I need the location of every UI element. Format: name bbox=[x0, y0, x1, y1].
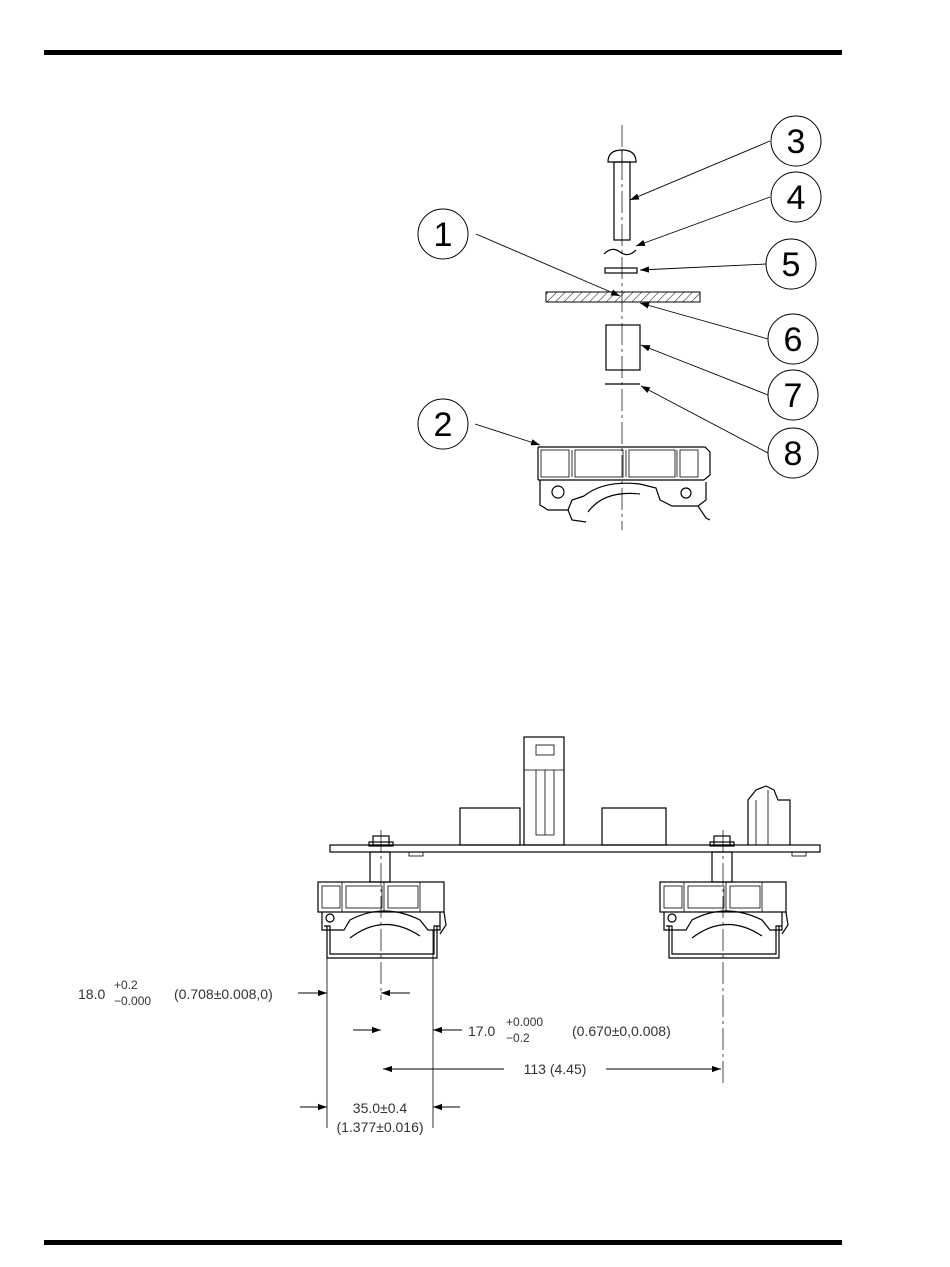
svg-text:(0.670±0,0.008): (0.670±0,0.008) bbox=[572, 1023, 671, 1039]
svg-text:+0.2: +0.2 bbox=[114, 978, 138, 992]
pcb-board-part bbox=[546, 292, 700, 302]
din-rail-clip-part bbox=[538, 447, 710, 522]
connector-component bbox=[524, 737, 564, 845]
left-din-rail bbox=[324, 926, 440, 958]
balloon-8: 8 bbox=[768, 428, 818, 478]
svg-text:17.0: 17.0 bbox=[468, 1023, 495, 1039]
svg-text:1: 1 bbox=[434, 216, 453, 254]
svg-text:6: 6 bbox=[784, 321, 803, 359]
balloon-5: 5 bbox=[766, 239, 816, 289]
svg-text:(1.377±0.016): (1.377±0.016) bbox=[336, 1119, 423, 1135]
balloon-7: 7 bbox=[768, 370, 818, 420]
balloon-2: 2 bbox=[418, 399, 468, 449]
flat-washer-part bbox=[605, 268, 637, 273]
svg-text:5: 5 bbox=[782, 246, 801, 284]
svg-text:3: 3 bbox=[787, 123, 806, 161]
pcb-board bbox=[330, 845, 820, 852]
top-rule bbox=[44, 50, 842, 55]
svg-text:−0.2: −0.2 bbox=[506, 1031, 530, 1045]
right-din-clip bbox=[660, 882, 788, 938]
component-block-right bbox=[602, 808, 666, 845]
dimension-18: 18.0 +0.2 −0.000 (0.708±0.008,0) bbox=[78, 978, 410, 1008]
bottom-rule bbox=[44, 1240, 842, 1245]
svg-text:−0.000: −0.000 bbox=[114, 994, 151, 1008]
svg-text:(0.708±0.008,0): (0.708±0.008,0) bbox=[174, 986, 273, 1002]
right-din-rail bbox=[666, 926, 782, 958]
left-din-clip bbox=[318, 882, 446, 938]
dimension-35: 35.0±0.4 (1.377±0.016) bbox=[300, 1100, 460, 1135]
balloon-6: 6 bbox=[768, 314, 818, 364]
balloon-1: 1 bbox=[418, 209, 468, 259]
svg-text:113 (4.45): 113 (4.45) bbox=[524, 1061, 587, 1077]
terminal-component bbox=[748, 786, 790, 845]
dimension-17: 17.0 +0.000 −0.2 (0.670±0,0.008) bbox=[353, 1015, 671, 1045]
svg-text:+0.000: +0.000 bbox=[506, 1015, 543, 1029]
spring-washer-part bbox=[604, 249, 636, 254]
svg-text:35.0±0.4: 35.0±0.4 bbox=[353, 1100, 408, 1116]
svg-text:4: 4 bbox=[787, 179, 806, 217]
mounted-side-view: 18.0 +0.2 −0.000 (0.708±0.008,0) 17.0 +0… bbox=[78, 737, 820, 1135]
dimension-113: 113 (4.45) bbox=[383, 1061, 721, 1077]
spacer-part bbox=[606, 325, 640, 370]
svg-text:18.0: 18.0 bbox=[78, 986, 105, 1002]
component-block-left bbox=[460, 808, 520, 845]
exploded-assembly-view: 1 2 3 4 5 6 7 8 bbox=[418, 116, 821, 530]
balloon-3: 3 bbox=[771, 116, 821, 166]
balloon-4: 4 bbox=[771, 172, 821, 222]
svg-text:7: 7 bbox=[784, 377, 803, 415]
svg-text:8: 8 bbox=[784, 435, 803, 473]
left-standoff bbox=[369, 830, 393, 1000]
svg-text:2: 2 bbox=[434, 406, 453, 444]
